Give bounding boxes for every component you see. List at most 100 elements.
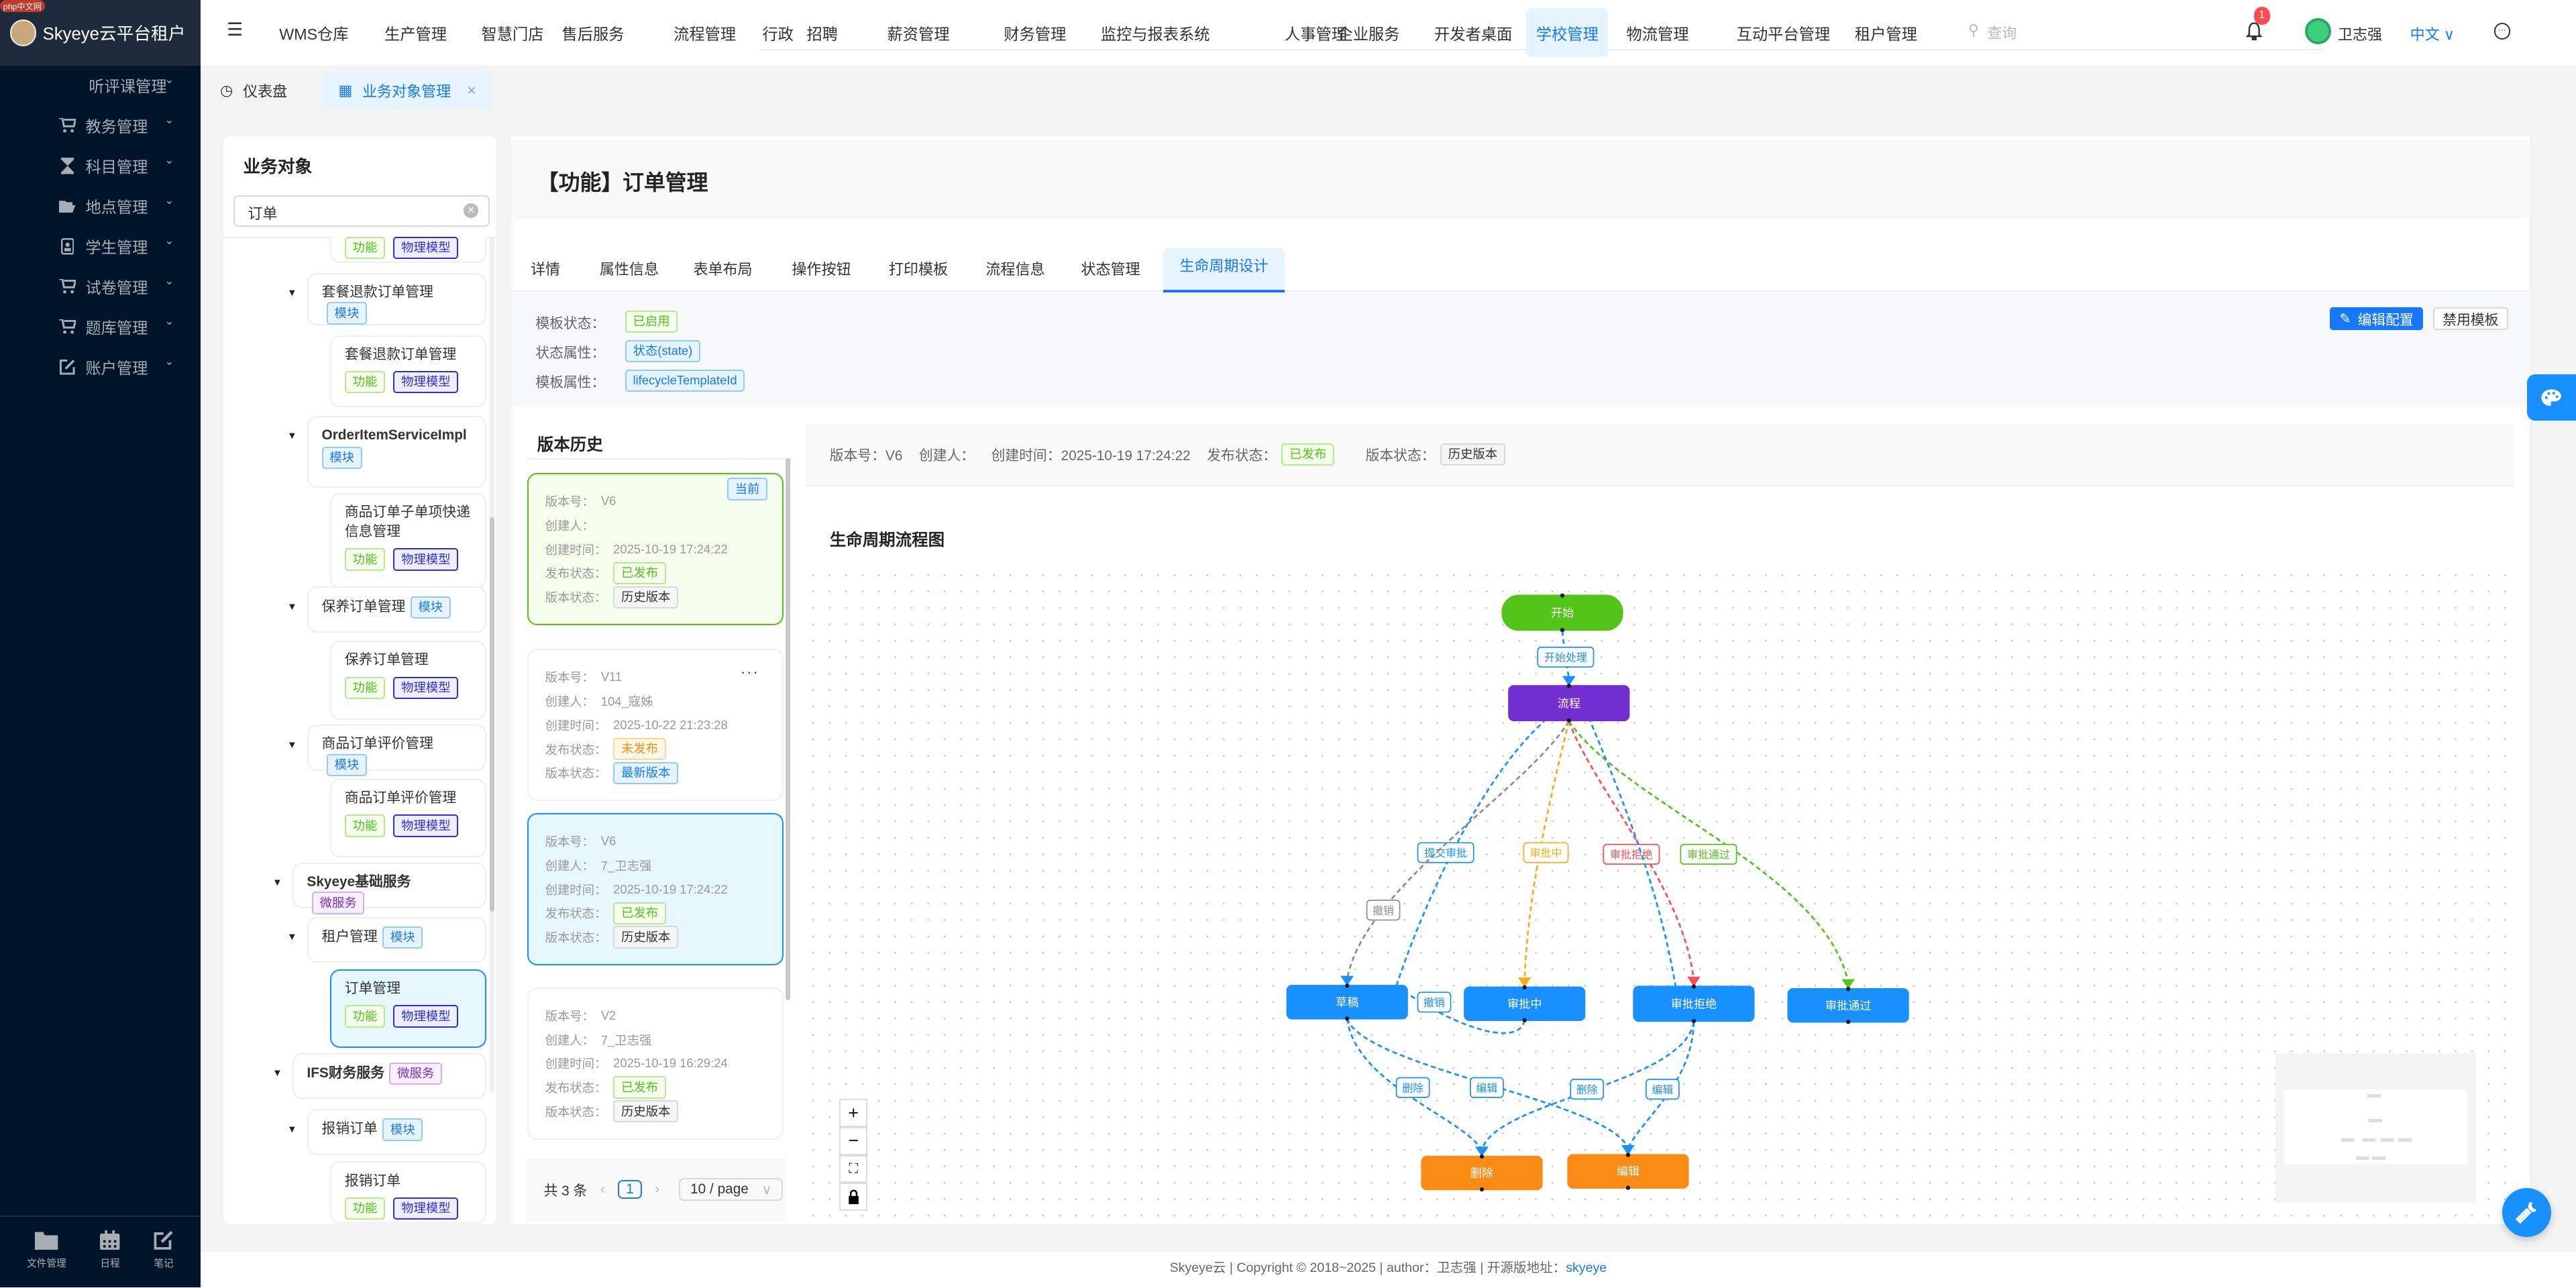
sidebar-tool-calendar[interactable]: 日程	[100, 1230, 119, 1288]
top-menu-item[interactable]: 租户管理	[1845, 16, 1927, 49]
tree-group-item[interactable]: ▼Skyeye基础服务微服务	[292, 863, 486, 909]
sidebar-item-label: 教务管理	[85, 114, 148, 137]
menu-toggle-icon[interactable]: ☰	[227, 19, 243, 40]
status-badge: 已启用	[625, 311, 678, 333]
disable-template-button[interactable]: 禁用模板	[2433, 307, 2508, 330]
lock-button[interactable]	[839, 1183, 867, 1211]
top-menu-item[interactable]: 开发者桌面	[1424, 16, 1522, 49]
tree-leaf-item[interactable]: 报销订单功能物理模型	[330, 1161, 486, 1224]
caret-down-icon[interactable]: ▼	[287, 427, 297, 446]
tree-group-item[interactable]: ▼保养订单管理模块	[307, 586, 486, 633]
detail-tab[interactable]: 表单布局	[677, 258, 769, 290]
sidebar-item[interactable]: 科目管理⌄	[0, 146, 201, 186]
tree-group-item[interactable]: ▼OrderItemServiceImpl模块	[307, 416, 486, 488]
grid-icon: ▦	[338, 82, 352, 99]
title-box: 【功能】订单管理	[511, 140, 2530, 219]
tab-dashboard[interactable]: ◷ 仪表盘	[204, 72, 304, 109]
version-field: 版本号：V6	[830, 444, 903, 464]
flow-canvas[interactable]: + − ⛶	[805, 567, 2514, 1224]
tree-group-item[interactable]: ▼租户管理模块	[307, 917, 486, 963]
caret-down-icon[interactable]: ▼	[287, 1120, 297, 1140]
tree-leaf-item[interactable]: 套餐退款订单管理功能物理模型	[330, 335, 486, 408]
caret-down-icon[interactable]: ▼	[272, 873, 282, 893]
search-input[interactable]: 查询	[1987, 21, 2017, 43]
source-link[interactable]: skyeye	[1566, 1260, 1607, 1275]
detail-tab[interactable]: 生命周期设计	[1163, 248, 1285, 292]
tree-leaf-item[interactable]: 功能物理模型	[330, 237, 486, 263]
tools-float-button[interactable]	[2502, 1188, 2551, 1237]
user-name[interactable]: 卫志强	[2338, 23, 2382, 44]
tree-leaf-item[interactable]: 商品订单子单项快递信息管理功能物理模型	[330, 493, 486, 588]
chat-icon[interactable]: ···	[2494, 23, 2510, 39]
detail-tab[interactable]: 操作按钮	[775, 258, 867, 290]
version-list-scrollbar[interactable]	[786, 458, 790, 1000]
sidebar-item[interactable]: 账户管理⌄	[0, 347, 201, 387]
sidebar-tool-note-edit[interactable]: 笔记	[154, 1230, 173, 1288]
top-menu-item[interactable]: 监控与报表系统	[1091, 16, 1220, 49]
tree-group-item[interactable]: ▼商品订单评价管理模块	[307, 724, 486, 771]
top-menu-item[interactable]: 互动平台管理	[1727, 16, 1840, 49]
version-card[interactable]: 版本号：V2创建人：7_卫志强创建时间：2025-10-19 16:29:24发…	[527, 987, 784, 1140]
sidebar-item[interactable]: 听评课管理⌄	[0, 66, 201, 105]
more-icon[interactable]: ···	[741, 663, 759, 681]
sidebar-item[interactable]: 地点管理⌄	[0, 186, 201, 226]
zoom-in-button[interactable]: +	[839, 1099, 867, 1127]
detail-tab[interactable]: 状态管理	[1065, 258, 1157, 290]
top-menu-item[interactable]: 生产管理	[374, 16, 456, 49]
next-page-button[interactable]: ›	[655, 1181, 659, 1197]
theme-palette-button[interactable]	[2527, 374, 2576, 421]
edit-config-button[interactable]: ✎编辑配置	[2330, 307, 2424, 330]
top-menu-item[interactable]: 物流管理	[1617, 16, 1699, 49]
version-card[interactable]: 版本号：V11创建人：104_寇姊创建时间：2025-10-22 21:23:2…	[527, 649, 784, 801]
version-card[interactable]: 版本号：V6创建人：创建时间：2025-10-19 17:24:22发布状态：已…	[527, 473, 784, 625]
tag-mod: 模块	[327, 754, 367, 776]
detail-tab[interactable]: 详情	[515, 258, 577, 290]
version-card[interactable]: 版本号：V6创建人：7_卫志强创建时间：2025-10-19 17:24:22发…	[527, 813, 784, 965]
top-menu-item[interactable]: 行政	[753, 16, 804, 49]
prev-page-button[interactable]: ‹	[600, 1181, 605, 1197]
tree-leaf-item[interactable]: 订单管理功能物理模型	[330, 969, 486, 1049]
caret-down-icon[interactable]: ▼	[272, 1064, 282, 1083]
close-icon[interactable]: ×	[468, 82, 476, 99]
tree-leaf-item[interactable]: 保养订单管理功能物理模型	[330, 641, 486, 720]
caret-down-icon[interactable]: ▼	[287, 284, 297, 303]
caret-down-icon[interactable]: ▼	[287, 928, 297, 947]
detail-tab[interactable]: 属性信息	[583, 258, 675, 290]
top-menu-item[interactable]: 流程管理	[663, 16, 745, 49]
sidebar-item[interactable]: 题库管理⌄	[0, 307, 201, 347]
object-search-input[interactable]: 订单 ✕	[233, 195, 490, 227]
top-menu-item[interactable]: 企业服务	[1328, 16, 1409, 49]
caret-down-icon[interactable]: ▼	[287, 736, 297, 755]
user-avatar[interactable]	[2305, 18, 2331, 44]
top-menu-item[interactable]: 招聘	[797, 16, 848, 49]
page-size-select[interactable]: 10 / page∨	[679, 1178, 783, 1201]
tree-scrollbar-thumb[interactable]	[490, 517, 494, 912]
clear-icon[interactable]: ✕	[464, 203, 478, 218]
tree-group-item[interactable]: ▼IFS财务服务微服务	[292, 1053, 486, 1099]
search-box[interactable]: ⚲ 查询	[1968, 21, 2017, 43]
fit-view-button[interactable]: ⛶	[839, 1155, 867, 1183]
tree-leaf-item[interactable]: 商品订单评价管理功能物理模型	[330, 779, 486, 858]
top-menu-item[interactable]: 智慧门店	[472, 16, 553, 49]
minimap-viewport[interactable]	[2284, 1089, 2467, 1165]
detail-tab[interactable]: 流程信息	[969, 258, 1061, 290]
top-menu-item[interactable]: 学校管理	[1526, 8, 1608, 57]
tree-group-item[interactable]: ▼报销订单模块	[307, 1109, 486, 1155]
language-select[interactable]: 中文 ∨	[2410, 23, 2455, 44]
top-menu-item[interactable]: 售后服务	[552, 16, 634, 49]
tab-business-object[interactable]: ▦ 业务对象管理 ×	[322, 72, 492, 109]
top-menu-item[interactable]: 薪资管理	[877, 16, 959, 49]
sidebar-item[interactable]: 试卷管理⌄	[0, 267, 201, 307]
caret-down-icon[interactable]: ▼	[287, 598, 297, 617]
page-number[interactable]: 1	[618, 1180, 641, 1199]
notification-button[interactable]: 1	[2246, 21, 2263, 45]
sidebar-tool-folder[interactable]: 文件管理	[27, 1230, 66, 1288]
sidebar-item[interactable]: 教务管理⌄	[0, 106, 201, 146]
tree-group-item[interactable]: ▼套餐退款订单管理模块	[307, 273, 486, 325]
detail-tab[interactable]: 打印模板	[872, 258, 964, 290]
top-menu-item[interactable]: 财务管理	[994, 16, 1076, 49]
minimap[interactable]	[2275, 1053, 2476, 1203]
top-menu-item[interactable]: WMS仓库	[270, 16, 359, 49]
sidebar-item[interactable]: 学生管理⌄	[0, 227, 201, 266]
zoom-out-button[interactable]: −	[839, 1127, 867, 1155]
